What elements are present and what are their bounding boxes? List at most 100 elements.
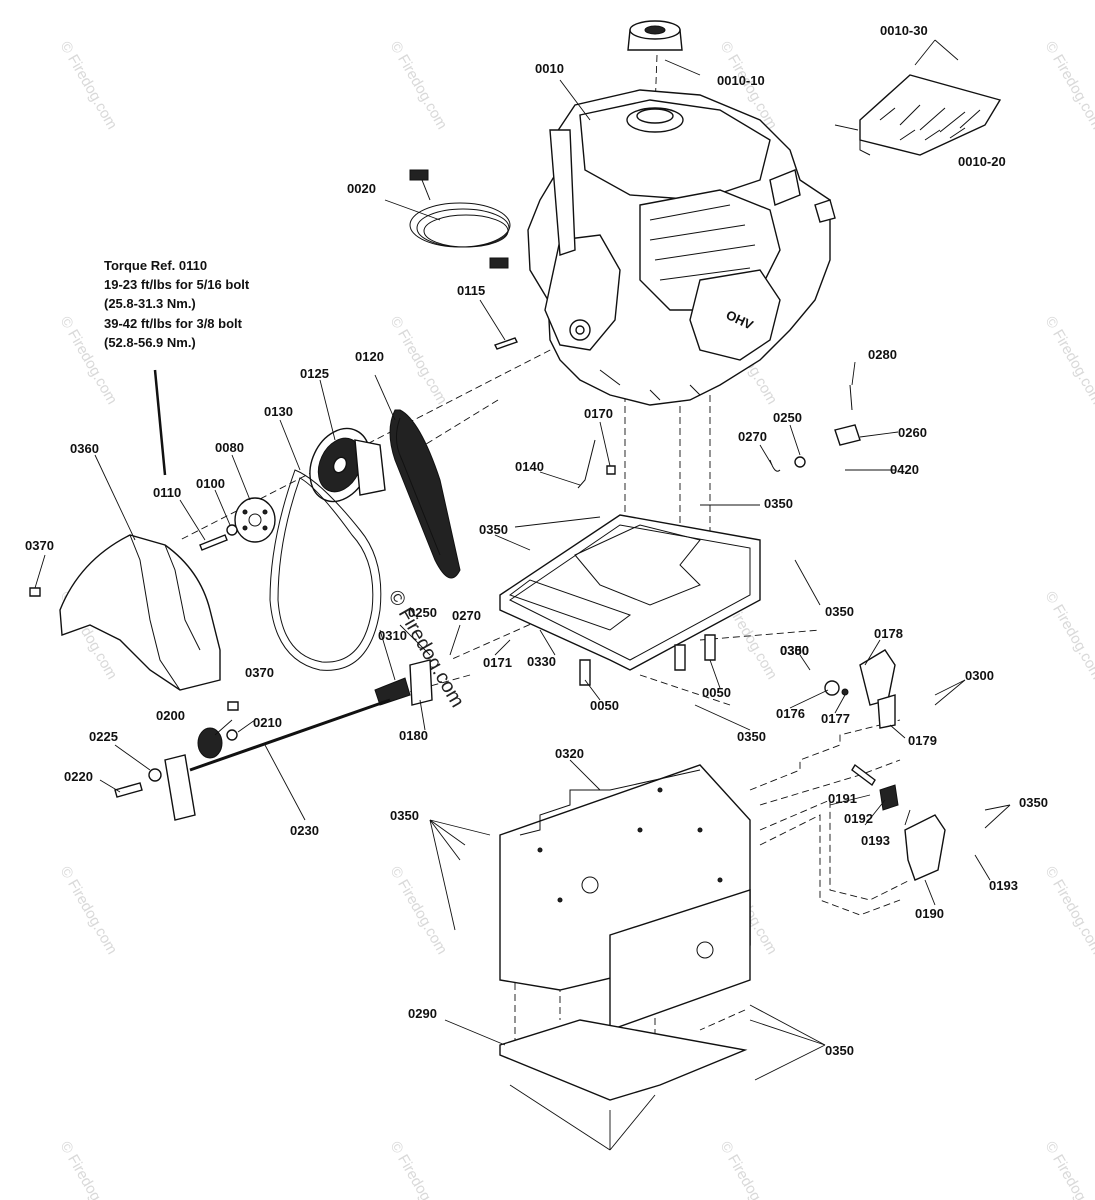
clip-0270: [769, 459, 781, 472]
callout-label: 0220: [64, 769, 93, 784]
part-0177: [841, 688, 849, 696]
callout-label: 0270: [738, 429, 767, 444]
heat-shield-0010-20: [834, 74, 1002, 156]
washer-0100: [226, 524, 238, 536]
rod-0140: [577, 439, 596, 489]
ring-0210: [226, 729, 238, 741]
callout-label: 0300: [965, 668, 994, 683]
bracket-0230: [164, 754, 196, 821]
bracket-0179: [877, 694, 896, 729]
watermark-text: © Firedog.com: [387, 314, 451, 408]
callout-label: 0320: [555, 746, 584, 761]
torque-note-line: 19-23 ft/lbs for 5/16 bolt: [104, 277, 250, 292]
screw-0370: [227, 701, 239, 711]
belt-0130: [269, 469, 382, 671]
watermark-text: © Firedog.com: [387, 864, 451, 958]
engine-0010: OHV: [527, 89, 836, 406]
washer-0250: [794, 456, 806, 468]
callout-label: 0178: [874, 626, 903, 641]
callout-label: 0260: [898, 425, 927, 440]
callout-label: 0080: [215, 440, 244, 455]
callout-label: 0177: [821, 711, 850, 726]
callout-label: 0250: [773, 410, 802, 425]
key-0115: [494, 337, 518, 350]
fuel-cap-0010-10: [627, 20, 683, 51]
callout-label: 0170: [584, 406, 613, 421]
callout-label: 0176: [776, 706, 805, 721]
bracket-0178: [859, 649, 896, 706]
callout-label: 0330: [527, 654, 556, 669]
callout-label: 0360: [70, 441, 99, 456]
belt-0120: [389, 409, 461, 579]
torque-note-line: (25.8-31.3 Nm.): [104, 296, 196, 311]
callout-labels: 0010 0010-10 0010-30 0010-20 0020 0115 0…: [25, 23, 1048, 1058]
watermark-text: © Firedog.com: [387, 39, 451, 133]
callout-label: 0350: [1019, 795, 1048, 810]
power-cord-0020: [409, 169, 511, 269]
bolt-0110: [199, 534, 228, 551]
callout-label: 0350: [825, 1043, 854, 1058]
bolt-0050: [674, 644, 686, 671]
callout-label: 0370: [25, 538, 54, 553]
callout-label: 0300: [780, 643, 809, 658]
watermark-text: © Firedog.com: [1042, 1139, 1095, 1200]
washer-0225: [148, 768, 162, 782]
watermark-text: © Firedog.com: [57, 1139, 121, 1200]
callout-label: 0350: [737, 729, 766, 744]
callout-label: 0350: [825, 604, 854, 619]
watermark-text: © Firedog.com: [717, 1139, 781, 1200]
callout-label: 0200: [156, 708, 185, 723]
callout-label: 0010-10: [717, 73, 765, 88]
callout-label: 0125: [300, 366, 329, 381]
callout-label: 0050: [590, 698, 619, 713]
callout-label: 0250: [408, 605, 437, 620]
callout-label: 0171: [483, 655, 512, 670]
torque-note-line: (52.8-56.9 Nm.): [104, 335, 196, 350]
callout-label: 0010: [535, 61, 564, 76]
watermark-text: © Firedog.com: [1042, 864, 1095, 958]
callout-label: 0192: [844, 811, 873, 826]
callout-label: 0270: [452, 608, 481, 623]
callout-label: 0310: [378, 628, 407, 643]
callout-label: 0230: [290, 823, 319, 838]
torque-note-line: 39-42 ft/lbs for 3/8 bolt: [104, 316, 243, 331]
watermark-text: © Firedog.com: [1042, 314, 1095, 408]
bolt-0050: [704, 634, 716, 661]
watermark-text: © Firedog.com: [387, 1139, 451, 1200]
callout-label: 0140: [515, 459, 544, 474]
bearing-0200: [197, 727, 223, 759]
torque-note: Torque Ref. 0110 19-23 ft/lbs for 5/16 b…: [104, 258, 250, 350]
bolt-0191: [851, 763, 876, 787]
watermark-text: © Firedog.com: [1042, 39, 1095, 133]
watermark-text: © Firedog.com: [57, 39, 121, 133]
leader-lines: [34, 39, 1011, 1151]
callout-label: 0350: [390, 808, 419, 823]
callout-label: 0191: [828, 791, 857, 806]
callout-label: 0350: [764, 496, 793, 511]
shaft-0230: [189, 698, 391, 772]
callout-label: 0280: [868, 347, 897, 362]
callout-label: 0210: [253, 715, 282, 730]
callout-label: 0010-20: [958, 154, 1006, 169]
callout-label: 0193: [989, 878, 1018, 893]
watermark-text: © Firedog.com: [1042, 589, 1095, 683]
callout-label: 0120: [355, 349, 384, 364]
callout-label: 0190: [915, 906, 944, 921]
callout-label: 0420: [890, 462, 919, 477]
shaft-assembly: [114, 698, 391, 821]
spring-0310: [374, 677, 411, 706]
bolt-0220: [114, 782, 143, 798]
pulley-0125: [309, 427, 386, 503]
pin-0280: [849, 384, 853, 411]
callout-label: 0193: [861, 833, 890, 848]
skid-plate-0290: [499, 1019, 748, 1101]
pulley-0080: [234, 497, 276, 543]
callout-label: 0115: [457, 283, 485, 298]
bracket-0190: [904, 814, 946, 881]
callout-label: 0350: [780, 643, 809, 658]
callout-label: 0020: [347, 181, 376, 196]
screw-0370: [29, 587, 41, 597]
nut-0170: [606, 465, 616, 475]
callout-label: 0179: [908, 733, 937, 748]
